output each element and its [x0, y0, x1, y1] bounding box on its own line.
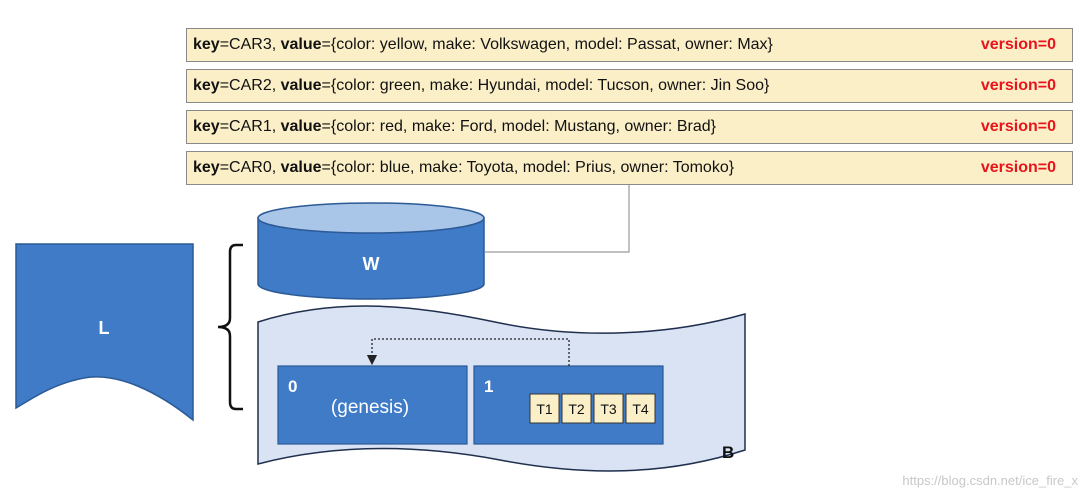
transaction-box — [561, 393, 592, 424]
database-label: W — [363, 254, 380, 274]
world-state-database — [257, 202, 485, 300]
watermark: https://blog.csdn.net/ice_fire_x — [902, 473, 1078, 488]
transaction-label: T4 — [632, 401, 649, 417]
version-label: version=0 — [980, 118, 1056, 135]
ledger-document-shape — [15, 243, 194, 422]
kv-row-text: key=CAR1, value={color: red, make: Ford,… — [193, 118, 716, 135]
transaction-box — [529, 393, 560, 424]
kv-row-car1: key=CAR1, value={color: red, make: Ford,… — [186, 110, 1073, 144]
kv-row-text: key=CAR0, value={color: blue, make: Toyo… — [193, 159, 735, 176]
transaction-box — [593, 393, 624, 424]
kv-row-text: key=CAR2, value={color: green, make: Hyu… — [193, 77, 770, 94]
version-label: version=0 — [980, 77, 1056, 94]
ledger-brace — [217, 243, 243, 411]
block-link-arrow — [366, 338, 570, 366]
block-1-number: 1 — [484, 377, 493, 396]
transaction-label: T2 — [568, 401, 585, 417]
block-0 — [277, 365, 468, 445]
transaction-box — [625, 393, 656, 424]
version-label: version=0 — [980, 159, 1056, 176]
blockchain-label: B — [722, 443, 734, 462]
ledger-label: L — [99, 318, 110, 338]
transaction-label: T3 — [600, 401, 617, 417]
kv-row-car0: key=CAR0, value={color: blue, make: Toyo… — [186, 151, 1073, 185]
state-db-connector — [485, 185, 630, 253]
version-label: version=0 — [980, 36, 1056, 53]
block-0-caption: (genesis) — [331, 397, 409, 418]
block-0-number: 0 — [288, 377, 297, 396]
kv-row-car3: key=CAR3, value={color: yellow, make: Vo… — [186, 28, 1073, 62]
kv-row-text: key=CAR3, value={color: yellow, make: Vo… — [193, 36, 773, 53]
kv-row-car2: key=CAR2, value={color: green, make: Hyu… — [186, 69, 1073, 103]
block-1-transactions: T1 T2 T3 T4 — [529, 393, 656, 424]
transaction-label: T1 — [536, 401, 553, 417]
